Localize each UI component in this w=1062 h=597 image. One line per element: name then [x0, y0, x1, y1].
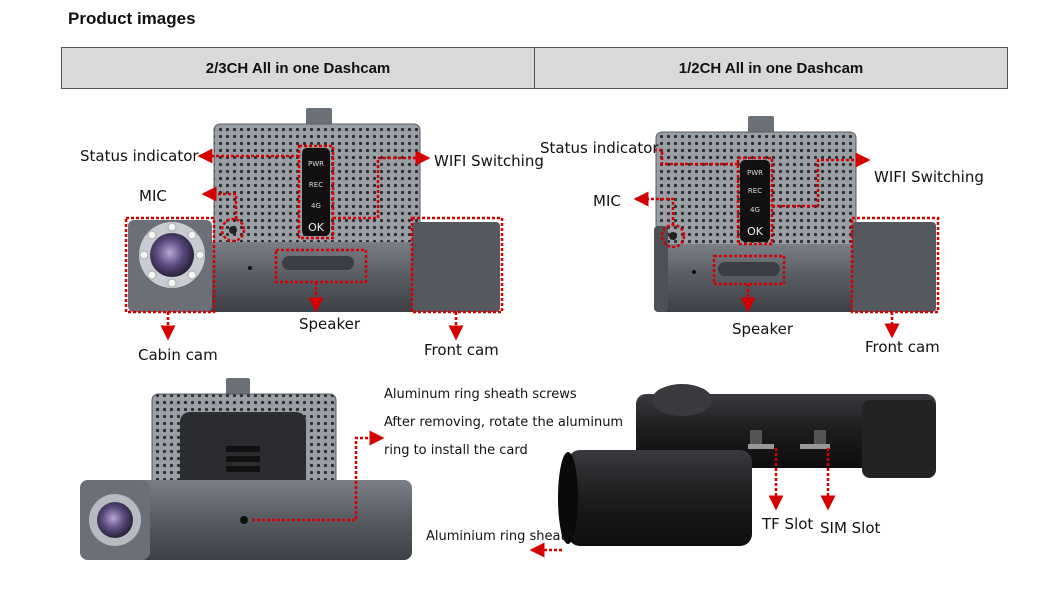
front-cam-label-left: Front cam	[424, 341, 499, 359]
pwr-label-2: PWR	[747, 169, 763, 177]
note-line-1: Aluminum ring sheath screws	[384, 387, 577, 402]
note-line-2: After removing, rotate the aluminum	[384, 415, 624, 430]
sim-slot-label: SIM Slot	[820, 519, 881, 537]
annotations-top-right	[633, 148, 940, 339]
dashcam-back-view	[80, 378, 412, 560]
ok-button-label-2: OK	[747, 225, 764, 238]
rec-label: REC	[309, 181, 323, 189]
annotations-top-left	[124, 144, 504, 341]
mic-label-left: MIC	[139, 187, 167, 205]
note-line-3: ring to install the card	[384, 443, 528, 458]
ok-button-label: OK	[308, 221, 325, 234]
dashcam-1-2ch-front: PWR REC 4G OK	[654, 116, 936, 312]
sheath-label: Aluminium ring sheath	[426, 529, 574, 544]
header-left: 2/3CH All in one Dashcam	[205, 59, 391, 77]
net-label: 4G	[311, 202, 321, 210]
speaker-label-left: Speaker	[299, 315, 361, 333]
header-right: 1/2CH All in one Dashcam	[534, 48, 1007, 88]
status-indicator-label-left: Status indicator	[80, 147, 199, 165]
rec-label-2: REC	[748, 187, 762, 195]
status-indicator-label-right: Status indicator	[540, 139, 659, 157]
net-label-2: 4G	[750, 206, 760, 214]
annotations-bottom-left	[252, 430, 385, 522]
tf-slot-label: TF Slot	[762, 515, 814, 533]
pwr-label: PWR	[308, 160, 324, 168]
annotations-bottom-right	[529, 448, 836, 558]
speaker-label-right: Speaker	[732, 320, 794, 338]
front-cam-label-right: Front cam	[865, 338, 940, 356]
section-heading: Product images	[68, 9, 196, 28]
mic-label-right: MIC	[593, 192, 621, 210]
dashcam-exploded-view	[558, 384, 936, 546]
wifi-switching-label-left: WIFI Switching	[434, 152, 544, 170]
wifi-switching-label-right: WIFI Switching	[874, 168, 984, 186]
dashcam-2-3ch-front: PWR REC 4G OK	[128, 108, 500, 312]
header-table: 2/3CH All in one Dashcam 1/2CH All in on…	[61, 47, 1008, 89]
cabin-cam-label: Cabin cam	[138, 346, 218, 364]
